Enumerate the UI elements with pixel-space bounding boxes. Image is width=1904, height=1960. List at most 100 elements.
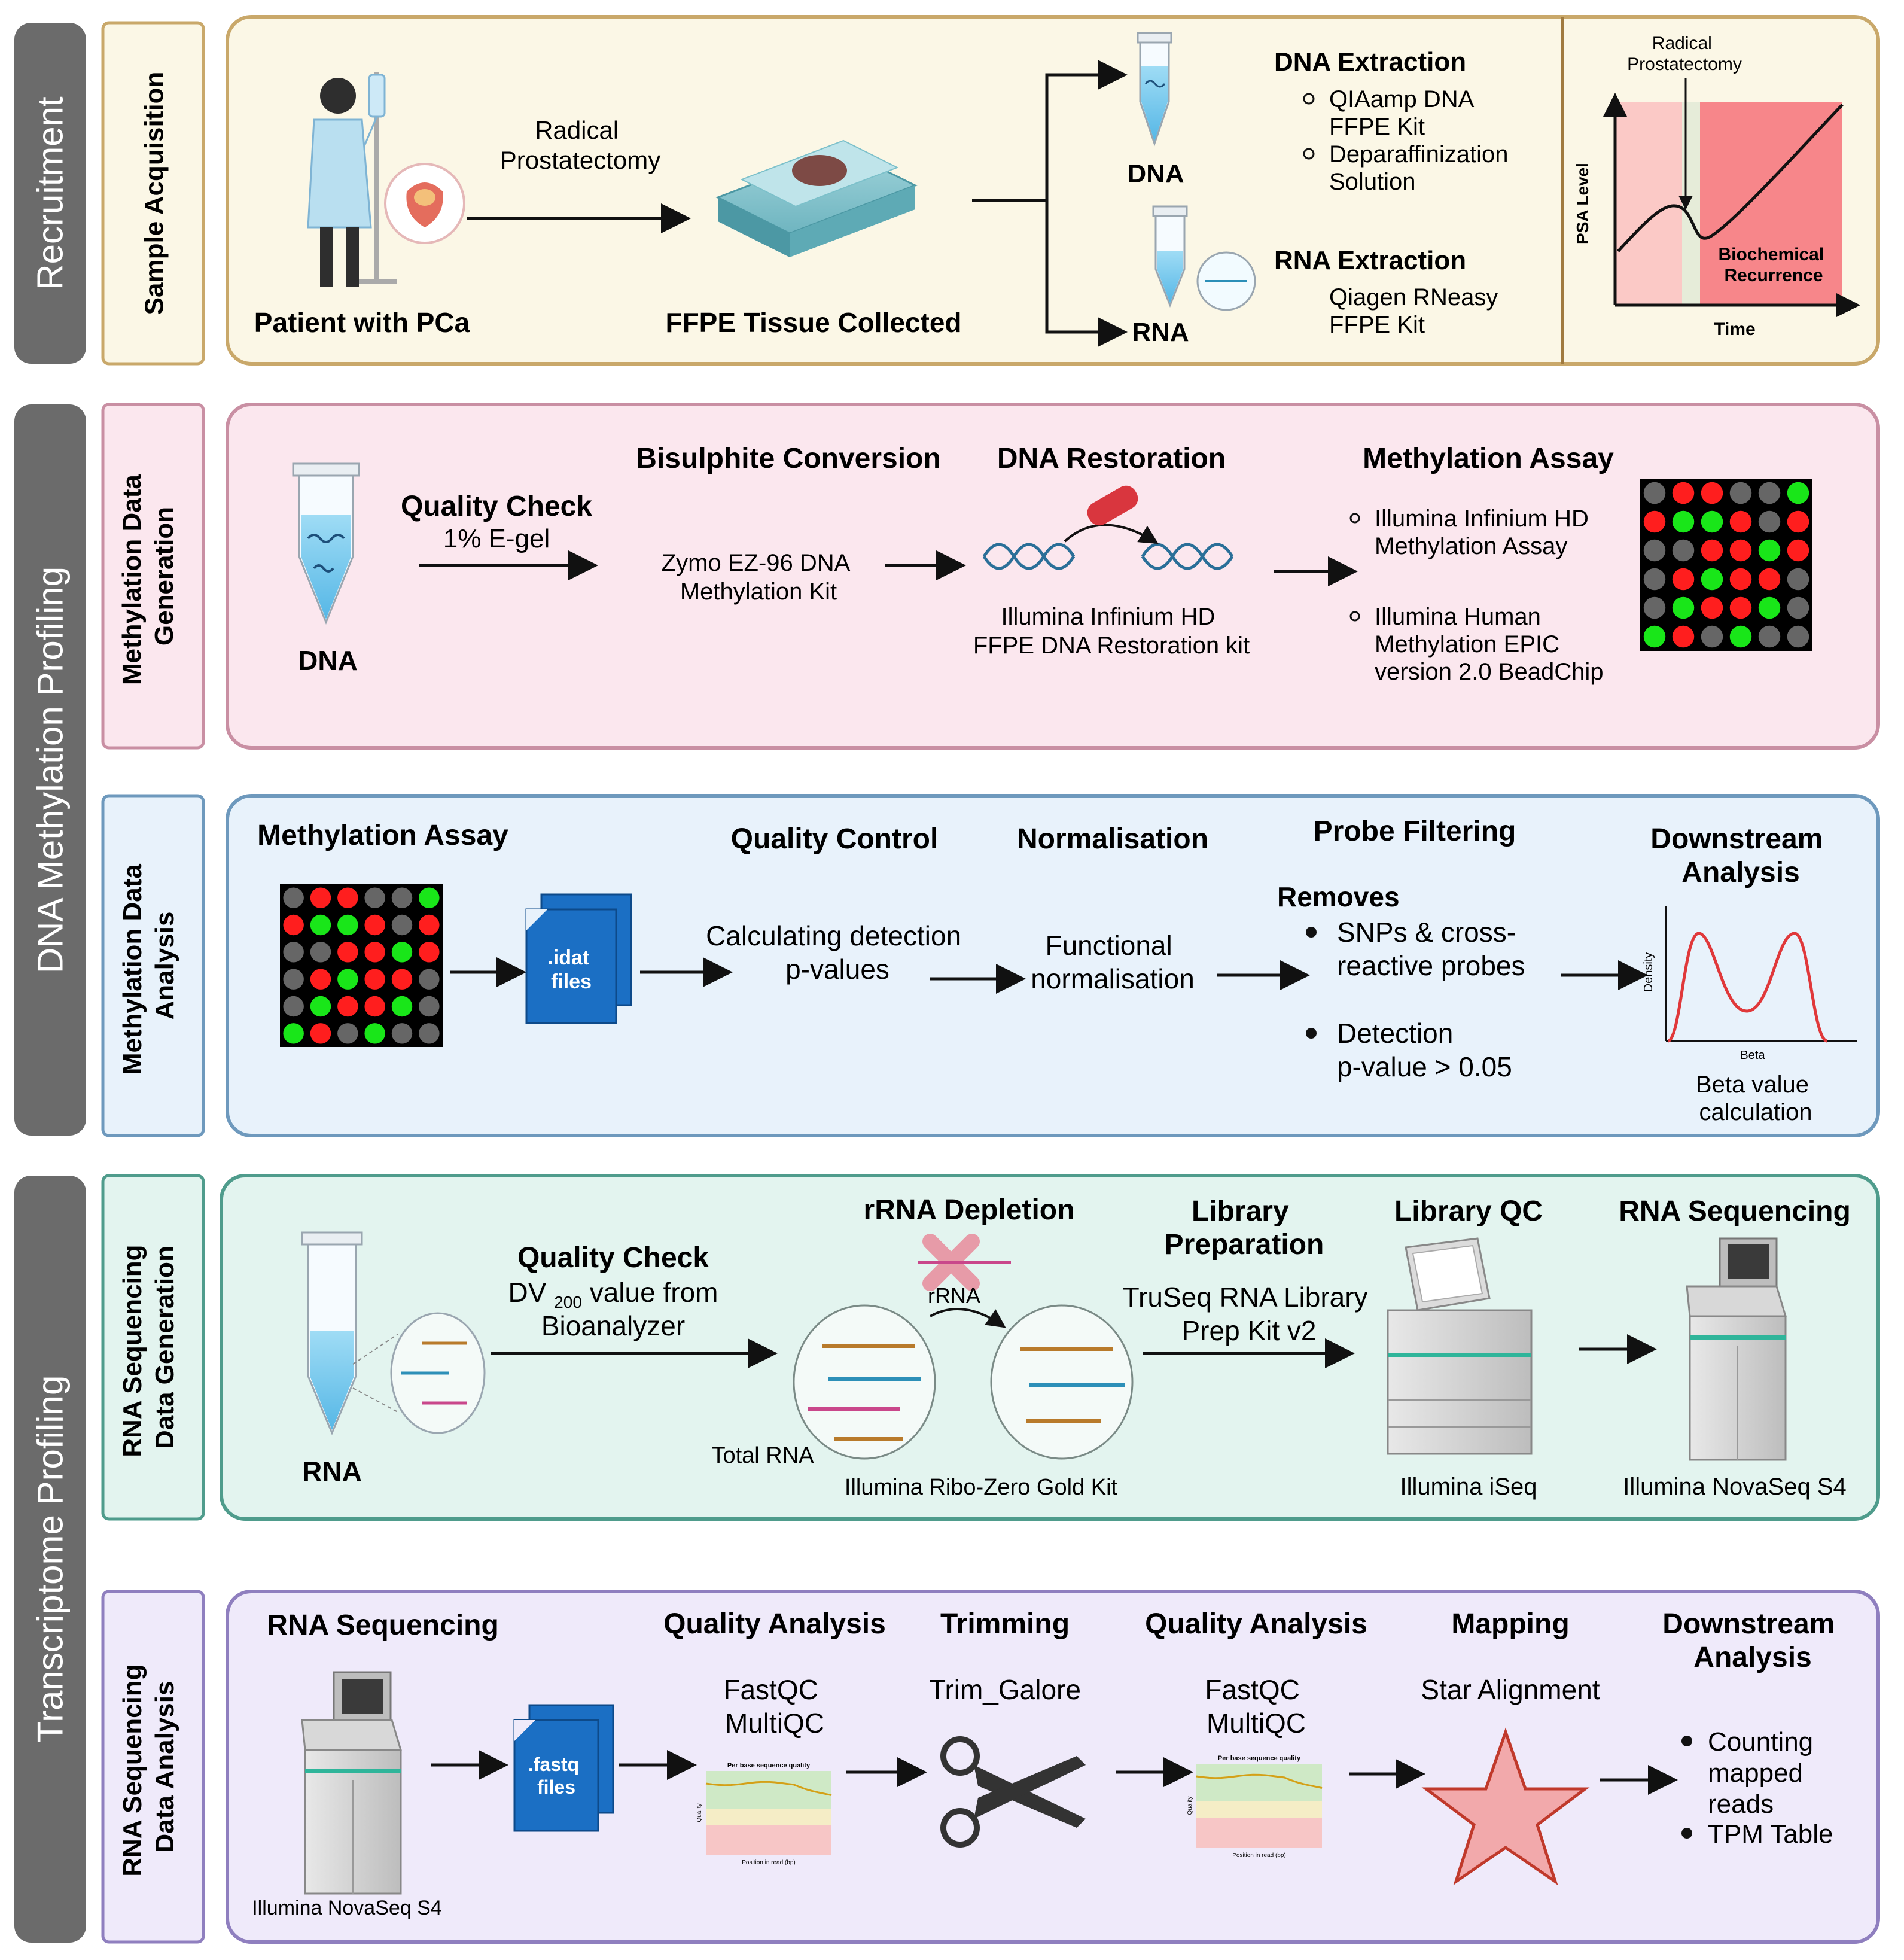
- novaseq-instrument-icon: [1686, 1237, 1787, 1461]
- beadchip-bead: [310, 1023, 331, 1044]
- svg-text:Beta value calculation: Beta value calculation: [1696, 1072, 1815, 1125]
- svg-text:TruSeq RNA Library Prep: TruSeq RNA Library Prep Kit v2: [1123, 1282, 1376, 1346]
- rrna-depletion-icon: [793, 1234, 1134, 1460]
- beadchip-bead: [391, 1023, 413, 1044]
- beadchip-bead: [310, 914, 331, 936]
- svg-text:Methylation Data Generat: Methylation Data Generation: [117, 467, 179, 685]
- trimming-title: Trimming: [940, 1608, 1070, 1640]
- iseq-label: Illumina iSeq: [1400, 1474, 1537, 1500]
- beadchip-bead: [283, 1023, 304, 1044]
- idat-label-line1: .idat: [547, 946, 589, 969]
- ribozero-kit-label: Illumina Ribo-Zero Gold Kit: [845, 1475, 1118, 1500]
- meth-downstream-title-line2: Analysis: [1681, 857, 1799, 888]
- beadchip-bead: [1643, 596, 1666, 619]
- beadchip-bead: [1787, 510, 1809, 533]
- beadchip-bead: [419, 969, 440, 990]
- dna-label: DNA: [1127, 159, 1184, 188]
- novaseq-instrument-icon-analysis: [301, 1671, 403, 1895]
- beadchip-bead: [1729, 510, 1752, 533]
- section-label-methylation-analysis-line1: Methylation Data: [118, 864, 147, 1075]
- svg-text:Functional normalisation: Functional normalisation: [1031, 930, 1195, 994]
- dna-tube-icon: [1137, 32, 1172, 147]
- beadchip-grid-large: [1640, 479, 1812, 651]
- beadchip-bead: [283, 942, 304, 963]
- group-bar-dna-methylation: DNA Methylation Profiling: [14, 404, 86, 1136]
- beadchip-bead: [419, 996, 440, 1017]
- svg-text:Downstream Analysis: Downstream Analysis: [1650, 823, 1830, 888]
- group-label-transcriptome: Transcriptome Profiling: [31, 1375, 71, 1743]
- beadchip-bead: [337, 1023, 358, 1044]
- svg-text:Calculating detection p-: Calculating detection p-values: [706, 920, 969, 985]
- svg-text:Qiagen RNeasy FFPE Kit: Qiagen RNeasy FFPE Kit: [1329, 284, 1505, 338]
- beadchip-bead: [391, 942, 413, 963]
- beadchip-bead: [419, 942, 440, 963]
- beadchip-bead: [1729, 596, 1752, 619]
- rna-extraction-line1: Qiagen RNeasy: [1329, 284, 1498, 311]
- beadchip-bead: [337, 887, 358, 908]
- rna-seq-title: RNA Sequencing: [1619, 1195, 1851, 1227]
- beadchip-bead: [1701, 625, 1723, 648]
- star-icon: [1421, 1727, 1590, 1886]
- fastq-files-icon: .fastq files: [513, 1704, 614, 1832]
- dna-extraction-bullet-2: [1303, 148, 1315, 160]
- beta-caption-line1: Beta value: [1696, 1072, 1809, 1098]
- svg-text:Detection p-value > 0.05: Detection p-value > 0.05: [1337, 1018, 1512, 1082]
- meth-assay-item1-line2: Methylation Assay: [1375, 533, 1567, 559]
- beadchip-bead: [1787, 539, 1809, 562]
- dna-extraction-item1-line1: QIAamp DNA: [1329, 86, 1475, 112]
- beadchip-bead: [1787, 625, 1809, 648]
- rrna-label: rRNA: [928, 1283, 980, 1308]
- dna-tube-large-icon: [292, 462, 360, 625]
- qa2-title: Quality Analysis: [1145, 1608, 1367, 1640]
- beadchip-bead: [1729, 539, 1752, 562]
- section-label-sample-acquisition: Sample Acquisition: [140, 72, 169, 315]
- svg-text:RNA Sequencing Data Gene: RNA Sequencing Data Generation: [118, 1237, 179, 1457]
- ffpe-block-icon: [715, 139, 918, 257]
- beadchip-bead: [310, 969, 331, 990]
- beadchip-bead: [364, 887, 385, 908]
- beadchip-bead: [391, 887, 413, 908]
- psa-chart: Radical Prostatectomy PSA Level Time Bio…: [1573, 34, 1860, 339]
- beadchip-bead: [364, 1023, 385, 1044]
- beadchip-bead: [419, 914, 440, 936]
- beadchip-bead: [283, 996, 304, 1017]
- beadchip-bead: [1672, 539, 1695, 562]
- dna-extraction-item1-line2: FFPE Kit: [1329, 114, 1425, 140]
- section-box-sample-acquisition: Sample Acquisition: [101, 21, 205, 366]
- dna-extraction-bullet-1: [1303, 93, 1315, 105]
- dna-helix-icon: [982, 485, 1234, 570]
- meth-an-assay-title: Methylation Assay: [257, 820, 508, 851]
- beadchip-grid-small: [280, 884, 443, 1047]
- rna-downstream-bullet-2: [1681, 1828, 1692, 1839]
- beadchip-bead: [1701, 482, 1723, 504]
- beadchip-bead: [1729, 482, 1752, 504]
- svg-text:.fastq files: .fastq files: [528, 1754, 584, 1798]
- meth-assay-item1-line1: Illumina Infinium HD: [1375, 506, 1589, 532]
- library-prep-title-line2: Preparation: [1165, 1229, 1324, 1261]
- idat-files-icon: .idat files: [525, 893, 632, 1024]
- filtering-bullet-2: [1306, 1028, 1317, 1039]
- beadchip-bead: [1729, 568, 1752, 591]
- beadchip-background: [280, 884, 443, 1047]
- meth-downstream-title-line1: Downstream: [1650, 823, 1823, 855]
- qc-plot-xlabel: Position in read (bp): [1232, 1852, 1286, 1859]
- panel-methylation-generation: DNA Quality Check 1% E-gel Bisulphite Co…: [226, 403, 1880, 750]
- beadchip-bead: [391, 914, 413, 936]
- rna-extraction-line2: FFPE Kit: [1329, 312, 1425, 338]
- beadchip-bead: [1758, 625, 1781, 648]
- beadchip-bead: [283, 969, 304, 990]
- beadchip-bead: [1672, 482, 1695, 504]
- rna-downstream-title-line2: Analysis: [1693, 1642, 1811, 1673]
- section-box-rna-generation: RNA Sequencing Data Generation: [101, 1174, 205, 1521]
- svg-text:SNPs & cross- reactive p: SNPs & cross- reactive probes: [1337, 917, 1525, 981]
- svg-text:Methylation Data Analysi: Methylation Data Analysis: [118, 857, 179, 1075]
- patient-label: Patient with PCa: [254, 307, 470, 338]
- qc-plot-band: [1196, 1818, 1322, 1848]
- qc-plot-ylabel: Quality: [1187, 1796, 1193, 1815]
- bisulphite-line1: Zymo EZ-96 DNA: [662, 550, 851, 576]
- scissors-icon: [940, 1736, 1086, 1848]
- arrow-branch-dna: [1045, 60, 1128, 200]
- surgery-label-line2: Prostatectomy: [500, 146, 660, 174]
- beta-density-xlabel: Beta: [1740, 1049, 1765, 1062]
